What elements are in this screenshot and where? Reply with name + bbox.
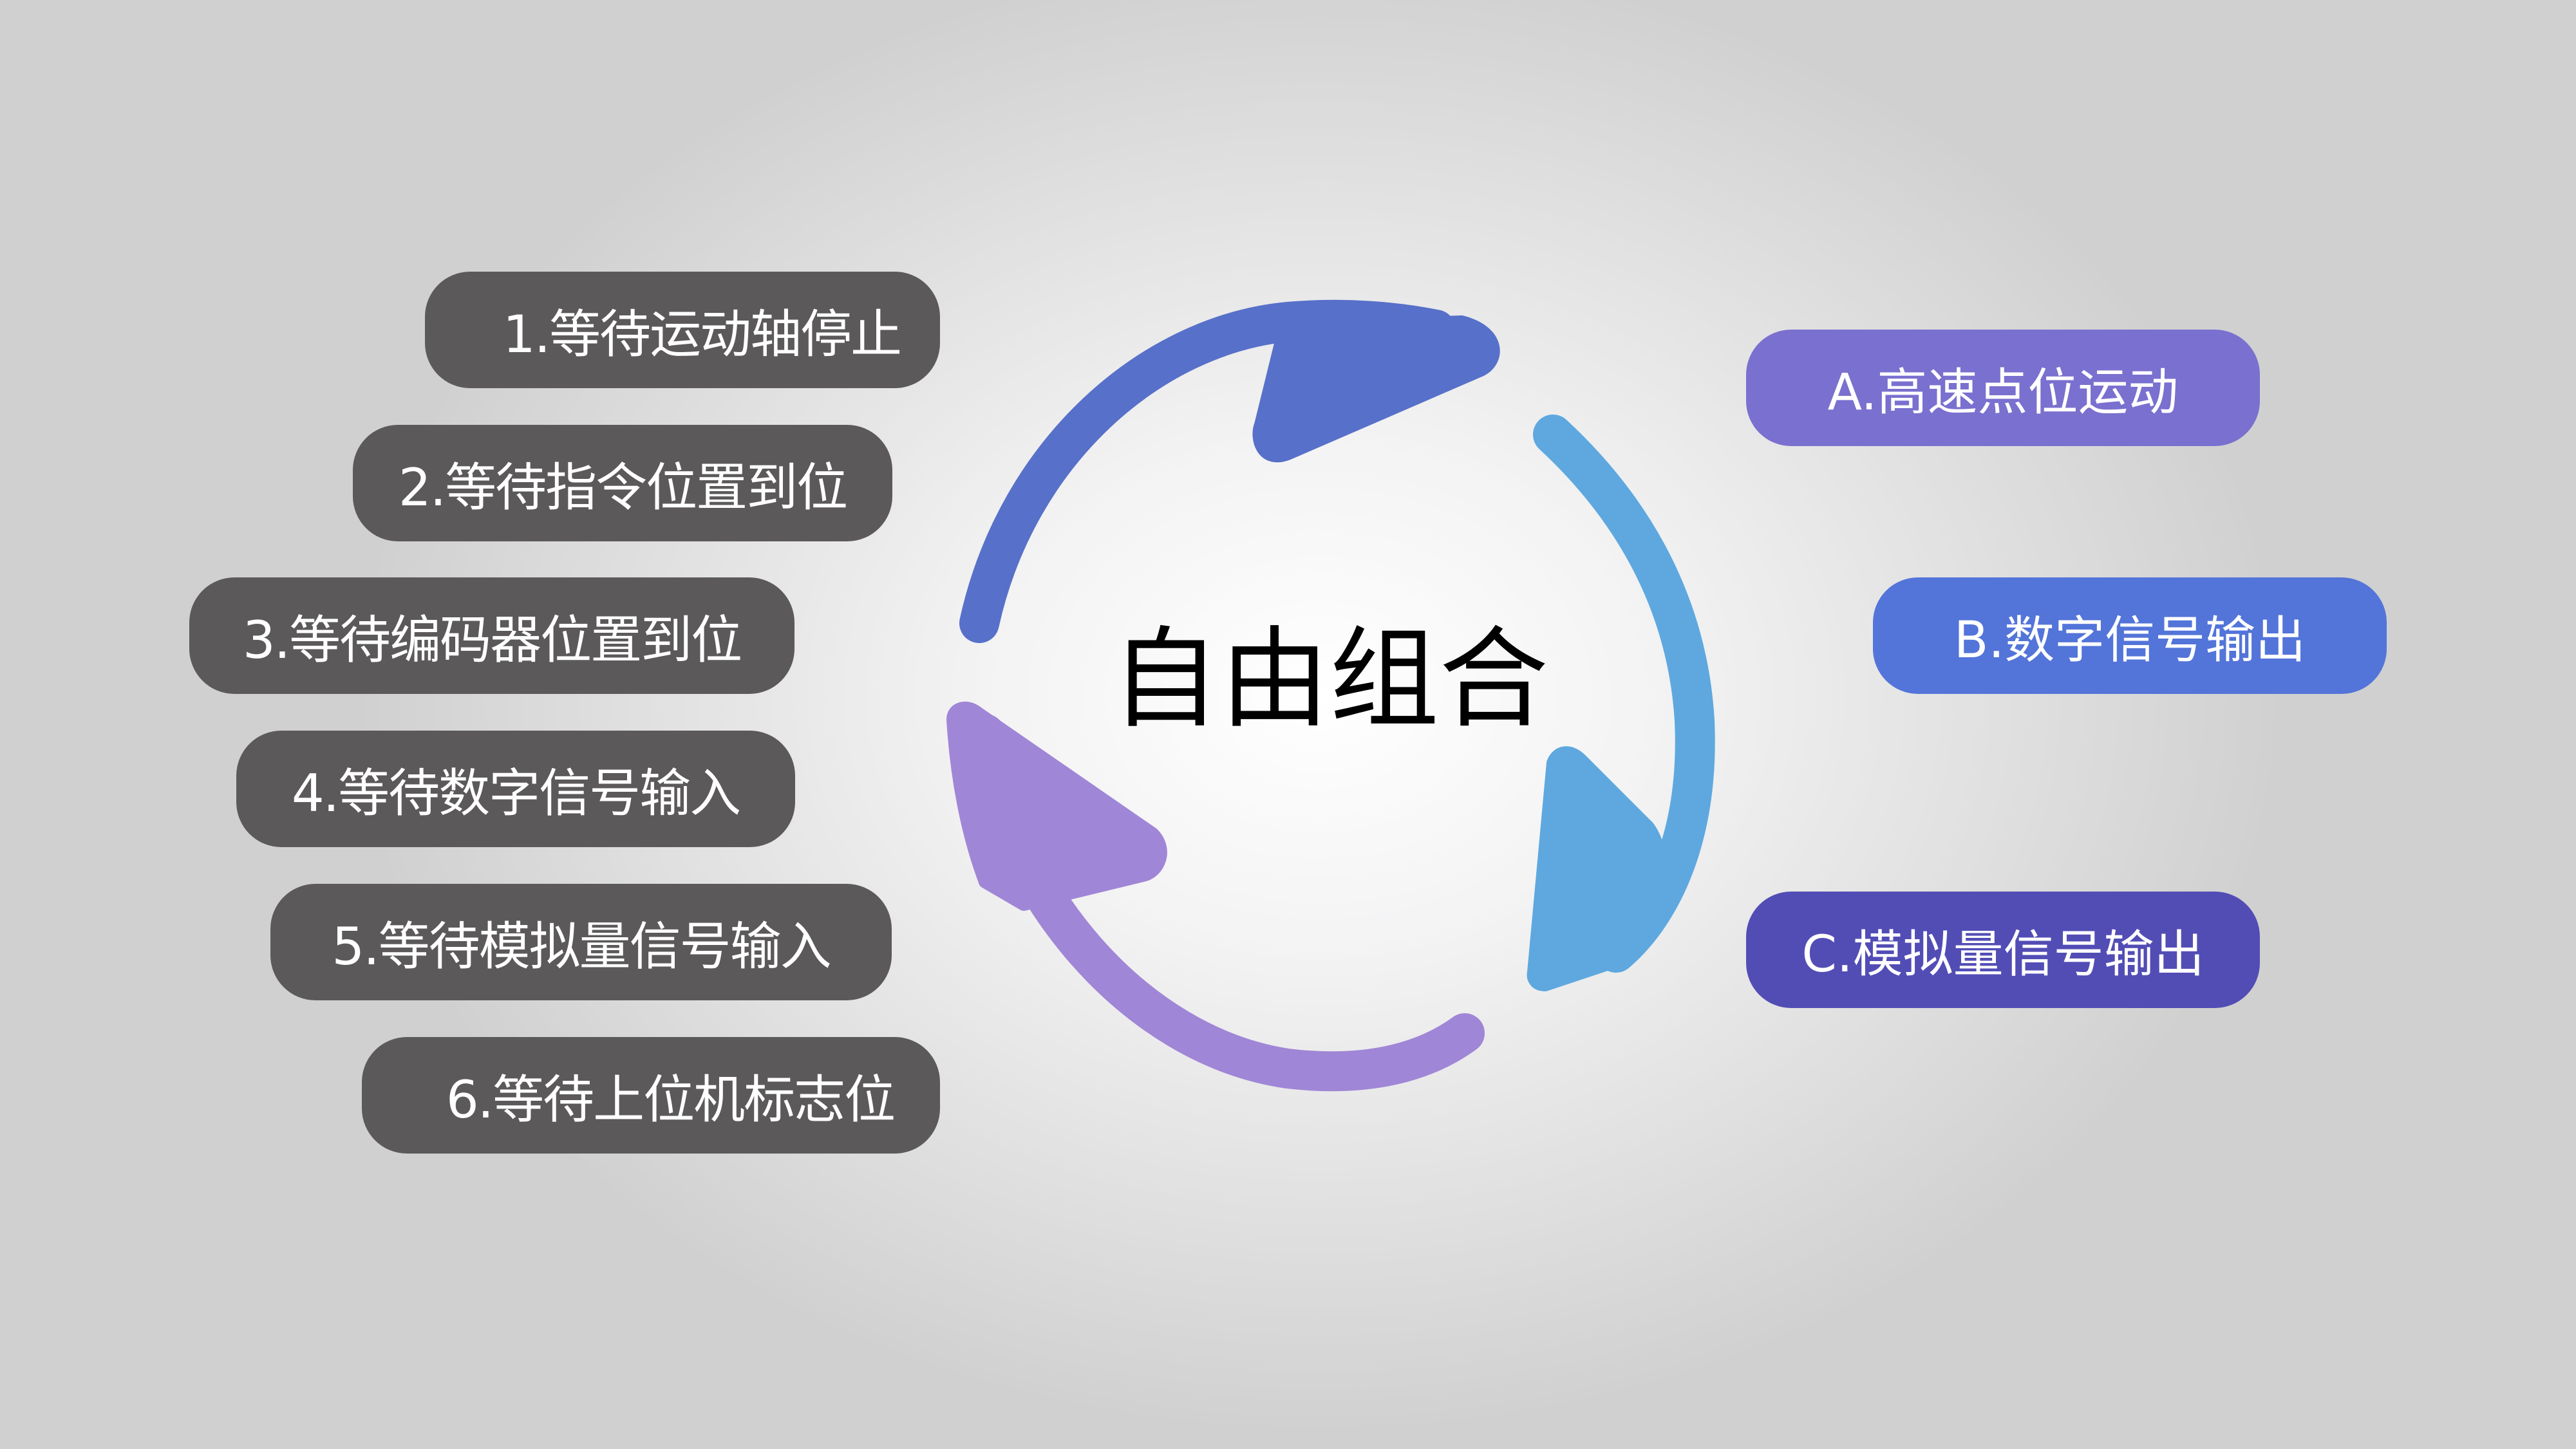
cycle-arrow-top-icon (959, 299, 1500, 643)
condition-pill-1: 1.等待运动轴停止 (425, 272, 940, 388)
condition-pill-4: 4.等待数字信号输入 (236, 731, 795, 847)
condition-label: 2.等待指令位置到位 (398, 457, 848, 518)
action-pill-c: C.模拟量信号输出 (1746, 892, 2260, 1008)
condition-label: 1.等待运动轴停止 (502, 304, 902, 364)
condition-pill-6: 6.等待上位机标志位 (362, 1037, 940, 1154)
condition-pill-5: 5.等待模拟量信号输入 (270, 884, 892, 1000)
condition-pill-2: 2.等待指令位置到位 (353, 425, 892, 541)
condition-label: 3.等待编码器位置到位 (242, 610, 742, 670)
action-pill-b: B.数字信号输出 (1873, 577, 2387, 694)
condition-label: 4.等待数字信号输入 (291, 763, 741, 823)
condition-label: 6.等待上位机标志位 (446, 1069, 896, 1130)
action-label: B.数字信号输出 (1953, 611, 2306, 669)
action-pill-a: A.高速点位运动 (1746, 330, 2260, 446)
cycle-arrow-right-icon (1527, 415, 1715, 991)
action-label: C.模拟量信号输出 (1801, 925, 2205, 984)
center-title: 自由组合 (1110, 616, 1548, 743)
cycle-arrow-bottom-icon (946, 701, 1485, 1092)
action-label: A.高速点位运动 (1827, 363, 2179, 422)
condition-label: 5.等待模拟量信号输入 (332, 916, 831, 977)
condition-pill-3: 3.等待编码器位置到位 (189, 577, 794, 694)
